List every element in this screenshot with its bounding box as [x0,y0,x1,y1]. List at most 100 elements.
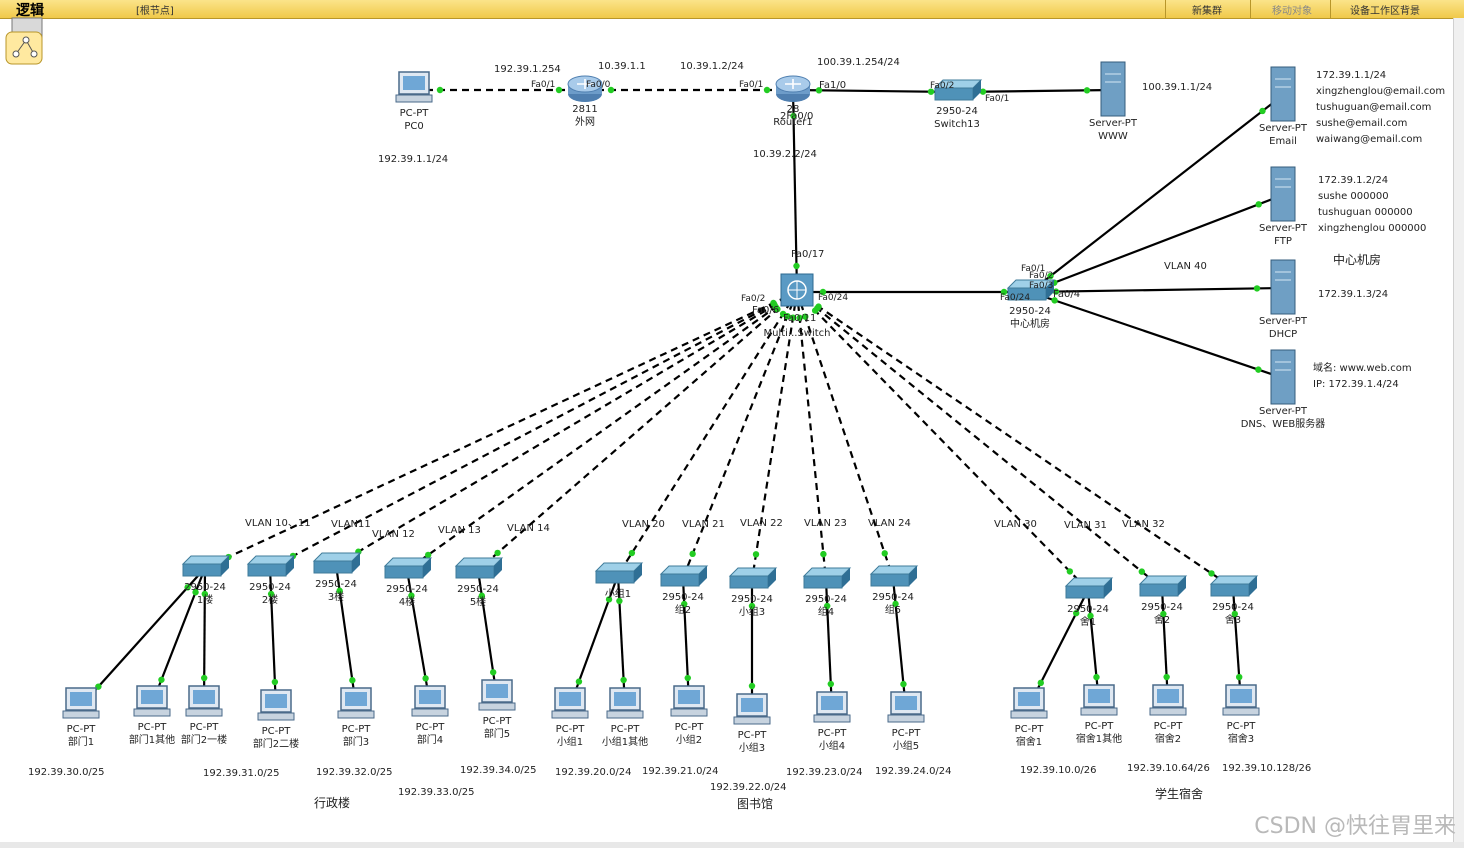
link-sx4-p_b4[interactable] [405,569,432,705]
annotation-label: Fa0/4 [1053,289,1080,300]
link-msw-sl2[interactable] [681,291,799,579]
link-sd1-p_d1[interactable] [1028,589,1089,707]
logic-tab-icon[interactable] [4,16,48,66]
annotation-label: sushe@email.com [1316,118,1407,129]
link-center-email[interactable] [1029,94,1284,293]
link-sl2-p_g2[interactable] [681,577,691,705]
link-msw-sl1[interactable] [617,291,798,576]
link-sl4-p_g4[interactable] [824,579,834,711]
link-msw-sd3[interactable] [796,291,1234,589]
link-sx1-p_b1[interactable] [80,567,206,707]
link-center-ftp[interactable] [1029,193,1284,294]
port-status-dot [823,602,831,610]
port-label: Fa0/0 [586,80,611,90]
link-sd1-p_d1o[interactable] [1086,589,1101,704]
link-center-dhcp[interactable] [1029,286,1284,294]
link-sx1-p_b2a[interactable] [202,567,207,705]
annotation-label: 192.39.21.0/24 [642,766,719,777]
link-msw-sx5[interactable] [477,291,798,571]
port-status-dot [628,549,636,557]
port-status-dot [494,549,501,557]
port-label: Fa0/1 [739,80,763,90]
root-node-label[interactable]: [根节点] [136,6,174,17]
device-msw[interactable]: Multi...Switch [763,273,831,339]
move-object-button[interactable]: 移动对象 [1272,6,1312,17]
link-msw-sd1[interactable] [796,291,1089,591]
link-msw-sx4[interactable] [406,291,798,571]
annotation-label: 100.39.1.254/24 [817,57,900,68]
link-msw-sx2[interactable] [269,291,798,569]
link-msw-sx1[interactable] [204,291,798,569]
port-status-dot [1066,568,1074,575]
device-model-label: 2950-24 [315,579,357,590]
link-router1-msw[interactable] [791,89,799,293]
link-sl5-p_g5[interactable] [891,577,908,711]
link-sd3-p_d3[interactable] [1231,587,1243,704]
link-msw-sl3[interactable] [750,291,799,581]
annotation-label: VLAN 40 [1164,261,1207,272]
port-status-dot [605,596,613,603]
workspace-bg-button[interactable]: 设备工作区背景 [1350,6,1420,17]
annotation-label: VLAN 12 [372,529,415,540]
switch-icon [246,555,296,565]
horizontal-scrollbar[interactable] [0,842,1464,848]
new-cluster-button[interactable]: 新集群 [1192,6,1222,17]
link-sx5-p_b5[interactable] [476,569,499,699]
server-icon [1270,166,1296,222]
annotation-label: VLAN 23 [804,518,847,529]
link-msw-sd2[interactable] [796,291,1163,589]
port-status-dot [979,88,987,95]
link-msw-sx3[interactable] [335,291,798,566]
link-sl1-p_g1o[interactable] [616,574,627,707]
link-center-dnsweb[interactable] [1029,290,1284,380]
device-model-label: PC-PT [1227,721,1257,732]
device-sl1[interactable]: 小组1 [594,562,644,600]
port-status-dot [1253,285,1261,292]
vertical-scrollbar[interactable] [1453,18,1464,848]
device-model-label: 2950-24 [731,594,773,605]
link-sd2-p_d2[interactable] [1160,587,1170,704]
link-msw-sl5[interactable] [795,291,895,579]
link-msw-sl4[interactable] [795,291,828,581]
